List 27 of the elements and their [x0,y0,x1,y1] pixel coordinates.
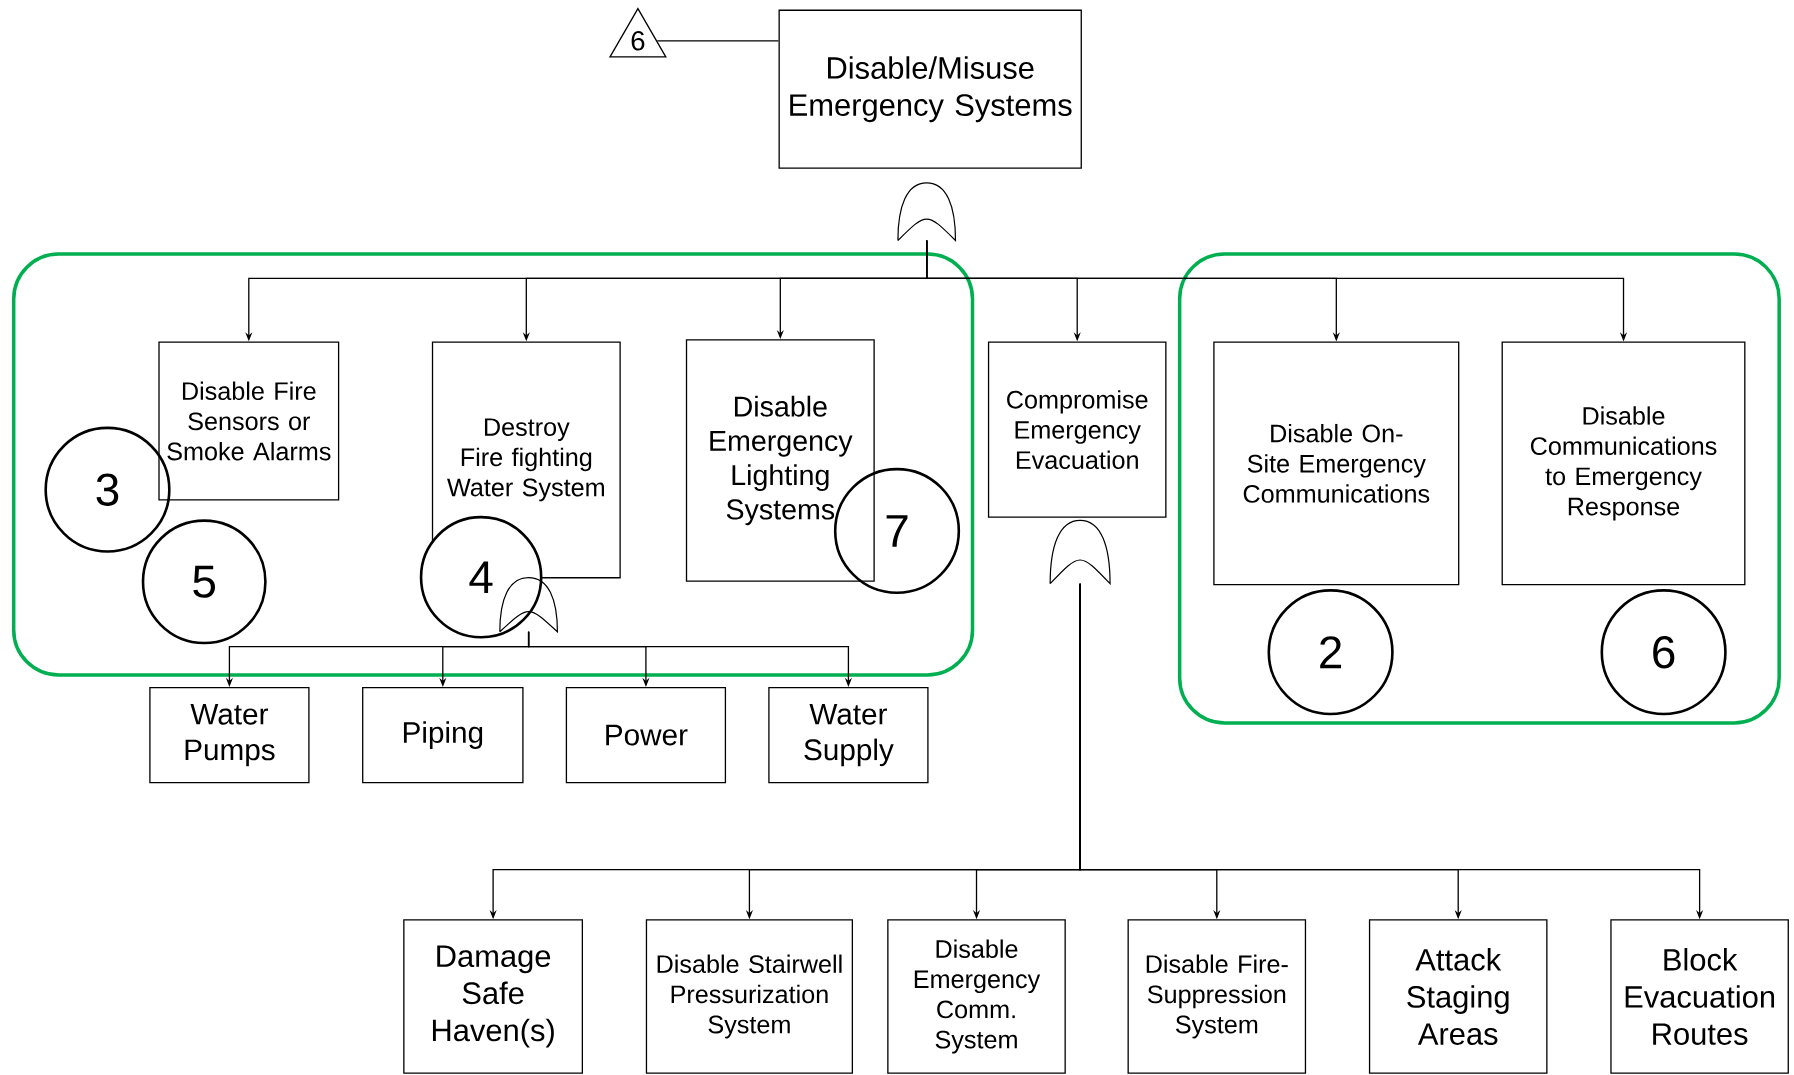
event-box: Disable/Misuse Emergency Systems [778,9,1082,169]
event-box: Disable Emergency Comm. System [887,919,1066,1074]
event-box: Disable On-Site Emergency Communications [1213,341,1460,586]
circled-number: 6 [1600,589,1727,716]
group-outline [11,252,975,677]
event-box: Disable Emergency Lighting Systems [685,339,875,582]
circled-number: 5 [141,519,267,645]
event-box: Piping [362,686,524,784]
circled-number: 7 [833,467,961,594]
event-box: Water Supply [768,686,929,784]
or-gate [499,577,558,633]
event-box: Attack Staging Areas [1368,919,1548,1074]
event-box: Disable Fire-Suppression System [1127,919,1307,1074]
event-box: Block Evacuation Routes [1610,919,1789,1074]
event-box: Disable Communications to Emergency Response [1501,341,1746,586]
or-gate [897,182,957,242]
event-box: Compromise Emergency Evacuation [987,341,1167,518]
event-box: Disable Stairwell Pressurization System [645,919,853,1074]
event-box: Water Pumps [149,686,310,784]
event-box: Power [565,686,727,784]
circled-number: 2 [1267,589,1394,716]
event-box: Damage Safe Haven(s) [403,919,583,1074]
group-outline [1177,252,1781,725]
connector [656,40,780,42]
event-box: Disable Fire Sensors or Smoke Alarms [158,341,340,501]
or-gate [1049,519,1111,585]
circled-number: 4 [419,515,543,639]
